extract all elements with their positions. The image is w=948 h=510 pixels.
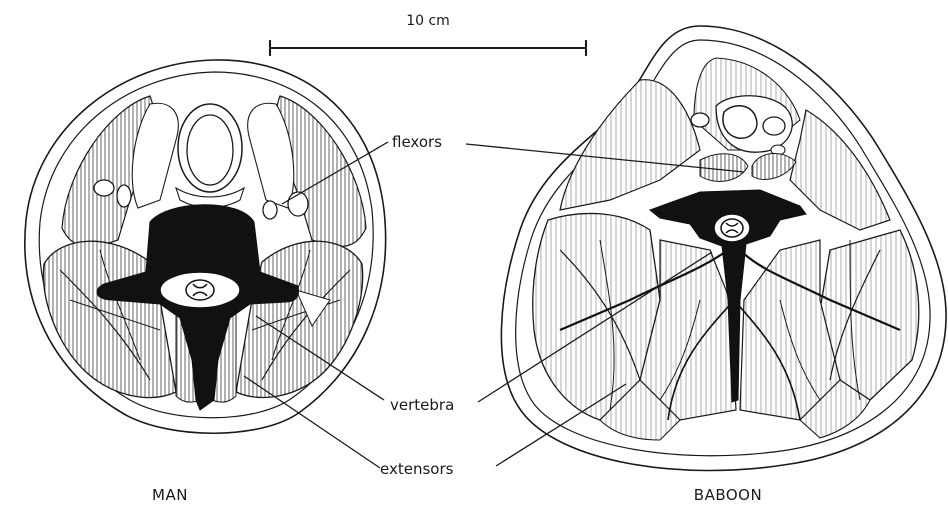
flexors-label: flexors: [392, 133, 442, 151]
vertebra-label: vertebra: [390, 396, 454, 414]
baboon-caption: BABOON: [694, 486, 762, 504]
extensors-label: extensors: [380, 460, 454, 478]
scale-bar: 10 cm: [270, 13, 586, 56]
scale-bar-label: 10 cm: [406, 13, 450, 29]
man-neck-section: [25, 60, 386, 433]
man-caption: MAN: [152, 486, 188, 504]
baboon-neck-section: [501, 26, 946, 471]
